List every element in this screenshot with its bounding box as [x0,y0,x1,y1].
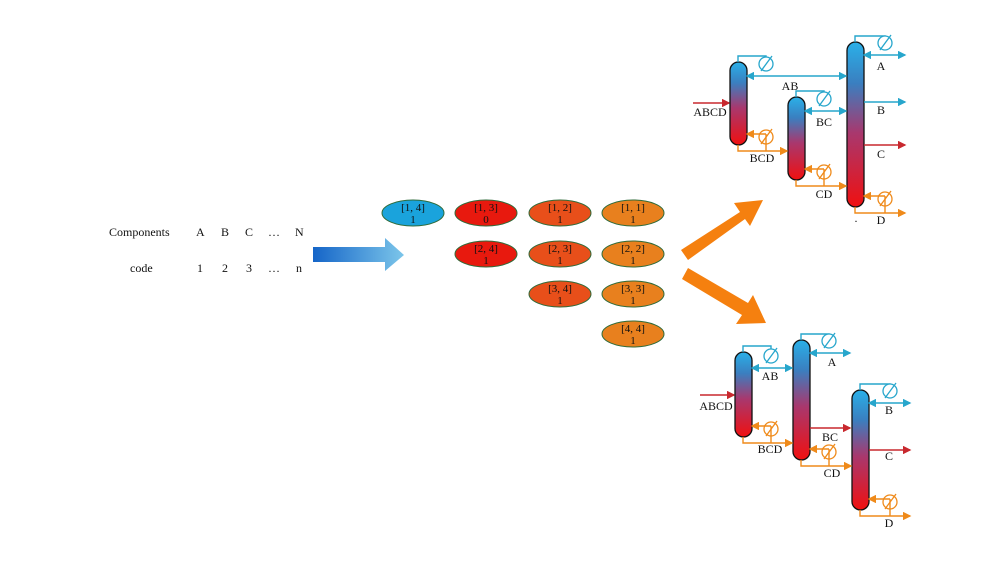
distillation-column [734,351,753,438]
node-ellipse [601,320,665,348]
interval-node: [2, 3]1 [528,240,592,268]
node-range: [4, 4] [621,323,645,335]
distillation-column [792,339,811,461]
node-ellipse [454,199,518,227]
stream-label: D [877,213,886,227]
node-value: 1 [630,255,636,267]
stream-label: B [885,403,893,417]
distillation-column [851,389,870,511]
node-ellipse [601,240,665,268]
stream-label: ABCD [693,105,727,119]
stream-label: C [877,147,885,161]
node-range: [3, 3] [621,283,645,295]
node-range: [2, 2] [621,243,645,255]
stream-label: AB [762,369,779,383]
stream-label: AB [782,79,799,93]
component-b: B [221,225,229,239]
node-range: [1, 3] [474,202,498,214]
node-value: 1 [630,295,636,307]
node-value: 1 [557,255,563,267]
node-ellipse [528,240,592,268]
stream-label: BCD [758,442,783,456]
node-value: 1 [630,335,636,347]
stream-label: C [885,449,893,463]
stream-line [742,437,794,448]
stream-label: B [877,103,885,117]
node-value: 1 [410,214,416,226]
heat-exchanger-icon [763,347,779,364]
node-ellipse [381,199,445,227]
node-grid: [1, 4]1[1, 3]0[2, 4]1[1, 2]1[2, 3]1[3, 4… [381,199,665,348]
stream-line [737,145,789,156]
stream-label: A [877,59,886,73]
stream-label: BC [816,115,832,129]
stream-line [859,510,912,521]
node-range: [1, 2] [548,202,572,214]
heat-exchanger-icon [758,55,774,72]
stream-label: . [855,211,858,225]
interval-node: [2, 4]1 [454,240,518,268]
distillation-column [787,96,806,181]
interval-node: [2, 2]1 [601,240,665,268]
code-2: 2 [222,261,228,275]
interval-node: [3, 4]1 [528,280,592,308]
interval-node: [1, 4]1 [381,199,445,227]
node-value: 1 [557,214,563,226]
code-row: code 1 2 3 … n [130,261,302,275]
component-a: A [196,225,205,239]
distillation-column [846,41,865,208]
blue-arrow [313,238,404,271]
stream-label: CD [824,466,841,480]
stream-label: CD [816,187,833,201]
interval-node: [3, 3]1 [601,280,665,308]
code-n: n [296,261,302,275]
node-value: 1 [483,255,489,267]
heat-exchanger-icon [882,382,898,399]
heat-exchanger-icon [821,332,837,349]
stream-label: BC [822,430,838,444]
node-ellipse [601,280,665,308]
node-value: 1 [630,214,636,226]
node-range: [2, 3] [548,243,572,255]
interval-node: [4, 4]1 [601,320,665,348]
stream-line [795,180,848,191]
interval-node: [1, 3]0 [454,199,518,227]
node-ellipse [454,240,518,268]
node-ellipse [528,280,592,308]
node-range: [2, 4] [474,243,498,255]
node-ellipse [528,199,592,227]
heat-exchanger-icon [816,90,832,107]
code-label: code [130,261,153,275]
code-ellipsis: … [268,261,280,275]
component-n: N [295,225,304,239]
stream-label: BCD [750,151,775,165]
heat-exchanger-icon [877,34,893,51]
interval-node: [1, 2]1 [528,199,592,227]
stream-line [800,460,853,471]
node-range: [1, 4] [401,202,425,214]
component-c: C [245,225,253,239]
component-ellipsis: … [268,225,280,239]
stream-line [854,207,907,218]
orange-arrow-up [681,200,763,260]
components-label: Components [109,225,170,239]
stream-label: ABCD [699,399,733,413]
code-3: 3 [246,261,252,275]
node-range: [1, 1] [621,202,645,214]
code-1: 1 [197,261,203,275]
node-range: [3, 4] [548,283,572,295]
node-ellipse [601,199,665,227]
stream-label: D [885,516,894,530]
interval-node: [1, 1]1 [601,199,665,227]
components-row: Components A B C … N [109,225,304,239]
node-value: 1 [557,295,563,307]
orange-arrow-down [682,268,766,324]
node-value: 0 [483,214,489,226]
distillation-column [729,61,748,146]
stream-label: A [828,355,837,369]
